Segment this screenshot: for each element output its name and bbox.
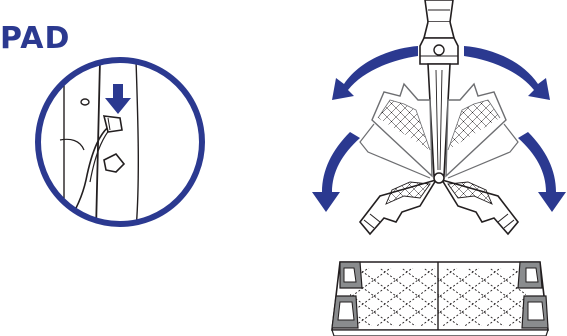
left-wing-raised: [360, 84, 432, 178]
pivot-joint: [434, 173, 444, 183]
right-wing-raised: [446, 84, 518, 178]
right-wing-lowered: [442, 180, 518, 234]
zoom-callout: [30, 58, 202, 230]
mop-pad-flat: [332, 262, 548, 336]
left-wing-lowered: [360, 180, 436, 234]
mop-folding-figure: [312, 0, 566, 234]
